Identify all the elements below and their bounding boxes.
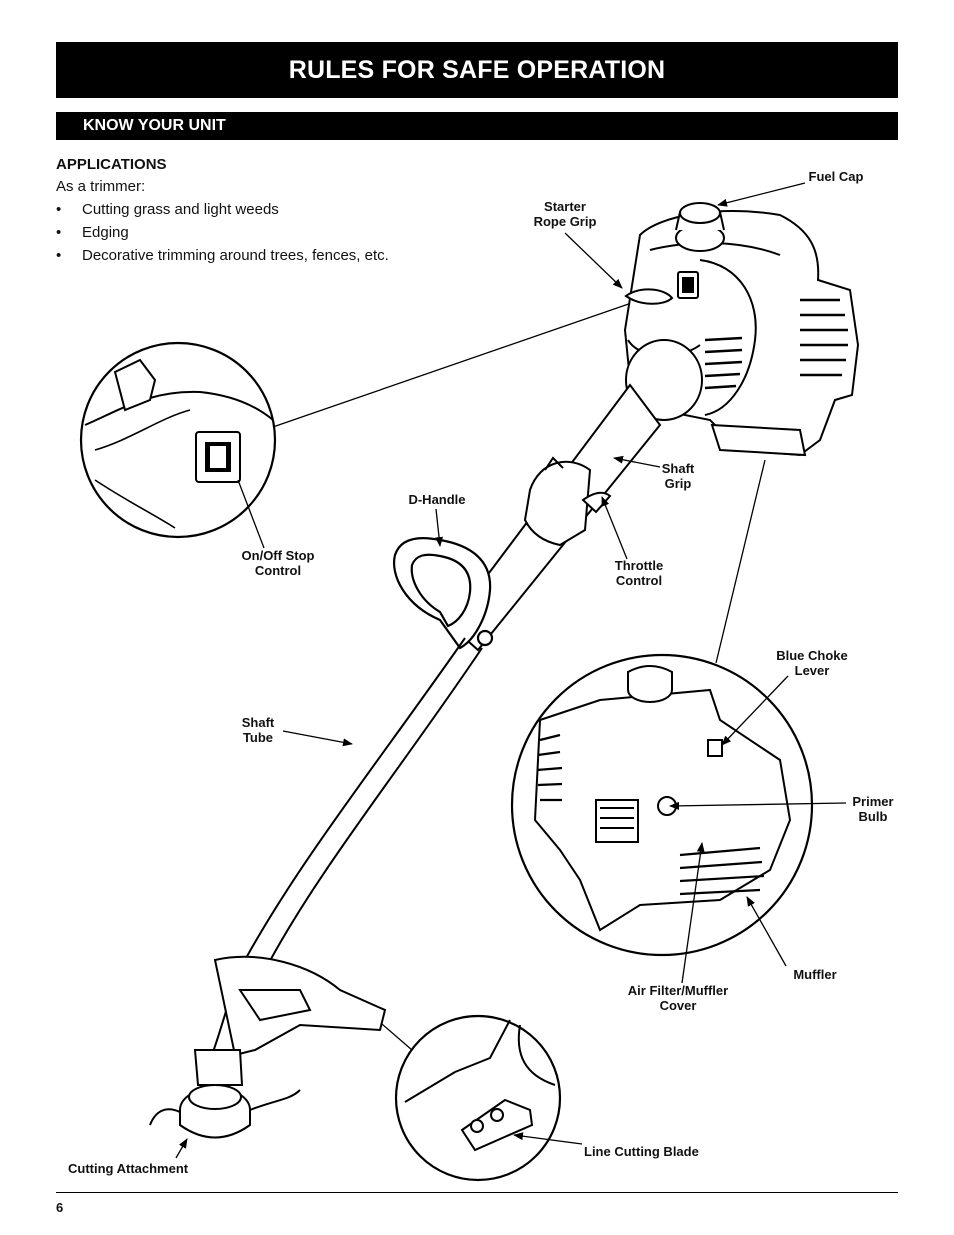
page-title-bar: RULES FOR SAFE OPERATION (56, 42, 898, 98)
list-item: •Cutting grass and light weeds (56, 198, 476, 221)
list-item: •Decorative trimming around trees, fence… (56, 244, 476, 267)
starter-rope-grip (624, 288, 674, 305)
label-air-filter-muffler-cover: Air Filter/Muffler Cover (627, 983, 729, 1013)
on-off-switch (677, 271, 699, 299)
page-number: 6 (56, 1200, 64, 1215)
label-shaft-tube: Shaft Tube (241, 715, 275, 745)
cutting-head (149, 1049, 301, 1139)
label-muffler: Muffler (793, 967, 837, 982)
detail-circle-blade (394, 1014, 562, 1182)
label-on-off-stop-control: On/Off Stop Control (241, 548, 315, 578)
fuel-cap (675, 202, 725, 252)
label-shaft-grip: Shaft Grip (661, 461, 695, 491)
label-fuel-cap: Fuel Cap (808, 169, 864, 184)
shaft-grip (523, 456, 592, 547)
d-handle (393, 537, 494, 650)
applications-list: •Cutting grass and light weeds •Edging •… (56, 198, 476, 267)
applications-intro: As a trimmer: (56, 178, 146, 195)
page-title: RULES FOR SAFE OPERATION (288, 55, 666, 84)
bullet: • (56, 247, 62, 264)
label-line-cutting-blade: Line Cutting Blade (584, 1144, 699, 1159)
trimmer-guard (213, 955, 387, 1057)
detail-circle-carburetor (510, 653, 814, 957)
label-blue-choke-lever: Blue Choke Lever (776, 648, 848, 678)
label-starter-rope-grip: Starter Rope Grip (533, 199, 597, 229)
engine-powerhead (623, 210, 860, 457)
bullet: • (56, 224, 62, 241)
label-d-handle: D-Handle (408, 492, 466, 507)
section-header: KNOW YOUR UNIT (56, 112, 898, 140)
footer-divider (56, 1192, 898, 1193)
applications-heading: APPLICATIONS (56, 156, 167, 173)
bullet: • (56, 201, 62, 218)
detail-circle-switch (79, 341, 277, 539)
label-cutting-attachment: Cutting Attachment (68, 1161, 189, 1176)
label-throttle-control: Throttle Control (614, 558, 664, 588)
list-item: •Edging (56, 221, 476, 244)
leader-arrows (175, 182, 847, 1159)
applications-block: APPLICATIONS As a trimmer: •Cutting gras… (56, 155, 476, 267)
label-primer-bulb: Primer Bulb (852, 794, 894, 824)
section-title: KNOW YOUR UNIT (83, 117, 226, 134)
